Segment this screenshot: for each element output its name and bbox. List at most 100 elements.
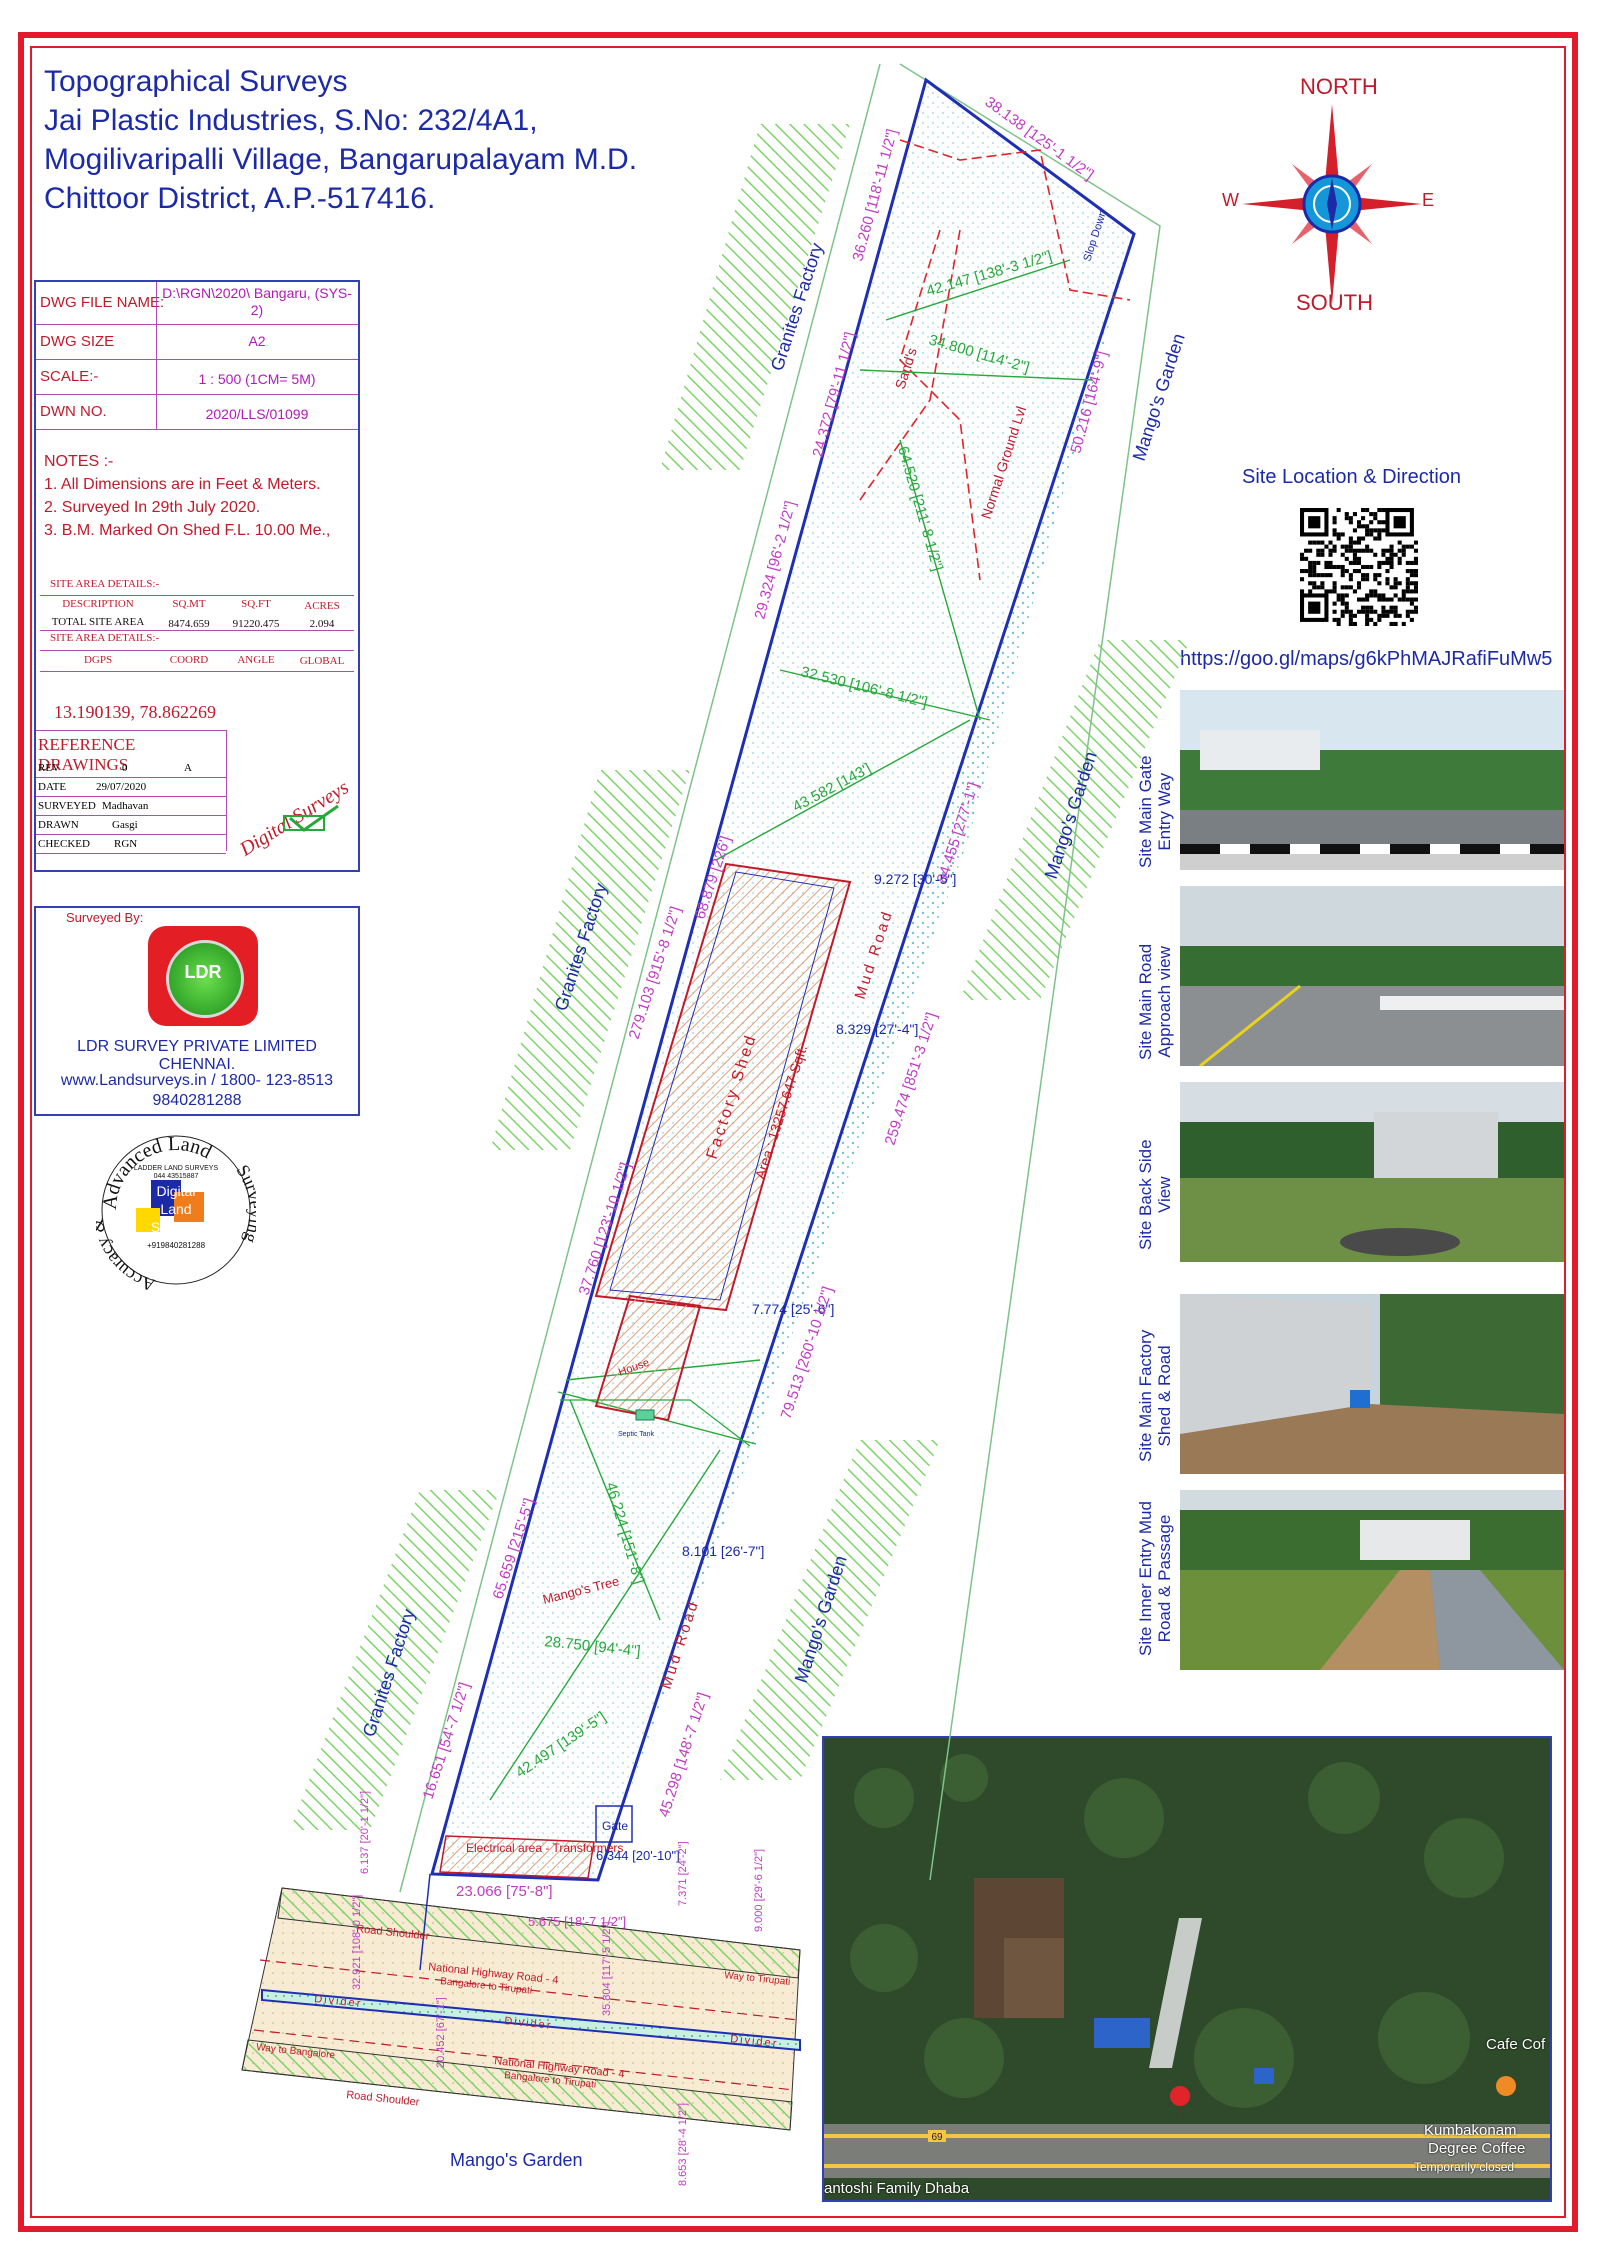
- site-location-heading: Site Location & Direction: [1242, 466, 1462, 488]
- dwn-no-row: DWN NO. 2020/LLS/01099: [36, 394, 358, 430]
- dim-34: 35.804 [117'-5 1/2"]: [601, 1922, 613, 2016]
- dwg-file-row: DWG FILE NAME: D:\RGN\2020\ Bangaru, (SY…: [36, 282, 358, 325]
- col-global: GLOBAL: [299, 655, 345, 667]
- note-2: 2. Surveyed In 29th July 2020.: [44, 499, 261, 516]
- label-divider-1: Divider: [314, 1993, 363, 2010]
- dim-14: 9.272 [30'-5"]: [874, 871, 956, 887]
- seal-center-3: Surveys: [151, 1219, 202, 1235]
- photo-main-road: [1180, 886, 1564, 1066]
- dwn-no-value: 2020/LLS/01099: [205, 406, 309, 422]
- road-shoulder-bottom: [241, 2039, 793, 2131]
- surveyor-city: CHENNAI.: [158, 1056, 236, 1073]
- ref-row-surveyed: SURVEYED Madhavan: [36, 797, 226, 816]
- west-label: W: [1222, 190, 1239, 210]
- dim-33: 32.921 [108'-0 1/2"]: [351, 1895, 363, 1990]
- title-line-3: Mogilivaripalli Village, Bangarupalayam …: [44, 143, 638, 176]
- satellite-map[interactable]: 69 Cafe Cof Kumbakonam Degree Coffee Tem…: [822, 1736, 1552, 2202]
- dwn-no-label: DWN NO.: [40, 403, 107, 420]
- dim-26: 45.298 [148'-7 1/2"]: [656, 1690, 712, 1819]
- label-divider-3: Divider: [730, 2033, 779, 2050]
- total-sqmt: 8474.659: [168, 618, 210, 630]
- dim-35: 20.452 [67'-1"]: [435, 1997, 447, 2068]
- photo-main-gate: [1180, 690, 1564, 870]
- label-road-shoulder-2: Road Shoulder: [346, 2089, 421, 2109]
- dwg-size-label: DWG SIZE: [40, 333, 115, 350]
- site-boundary: [430, 77, 1136, 1882]
- east-label: E: [1422, 190, 1435, 210]
- ref-drawn-v1: Gasgi: [112, 819, 138, 831]
- photo-back-side: [1180, 1082, 1564, 1262]
- surveyor-company: LDR SURVEY PRIVATE LIMITED: [77, 1038, 317, 1055]
- poi-temporarily-closed: Temporarily closed: [1414, 2160, 1515, 2174]
- poi-kumbakonam: Kumbakonam: [1424, 2122, 1517, 2139]
- ref-drawn-key: DRAWN: [38, 819, 79, 831]
- route-marker: 69: [931, 2132, 943, 2143]
- dgps-coordinates: 13.190139, 78.862269: [54, 702, 216, 722]
- surveyor-web: www.Landsurveys.in / 1800- 123-8513: [60, 1072, 334, 1089]
- ref-surveyed-v1: Madhavan: [102, 800, 149, 812]
- label-divider-2: Divider: [504, 2015, 553, 2032]
- dwg-file-label: DWG FILE NAME:: [40, 294, 165, 311]
- google-maps-link[interactable]: https://goo.gl/maps/g6kPhMAJRafiFuMw5: [1180, 648, 1553, 670]
- ref-surveyed-key: SURVEYED: [38, 800, 96, 812]
- north-label: NORTH: [1300, 74, 1378, 99]
- total-acres: 2.094: [309, 618, 335, 630]
- factory-shed: [594, 862, 852, 1312]
- hatch-mangos-garden-mid: [960, 640, 1190, 1000]
- site-area-table: DESCRIPTION SQ.MT SQ.FT ACRES TOTAL SITE…: [40, 595, 354, 631]
- seal-bottom-phone: +919840281288: [147, 1241, 206, 1250]
- hatch-granites-factory-mid: [490, 770, 690, 1150]
- col-sqft: SQ.FT: [241, 598, 271, 610]
- dim-31: 7.371 [24'-2"]: [677, 1841, 689, 1906]
- gate: [595, 1805, 633, 1843]
- col-dgps: DGPS: [83, 654, 113, 666]
- scale-value: 1 : 500 (1CM= 5M): [198, 371, 316, 387]
- ref-checked-key: CHECKED: [38, 838, 90, 850]
- dwg-size-value: A2: [248, 333, 266, 349]
- photo-factory-shed: [1180, 1294, 1564, 1474]
- title-block: DWG FILE NAME: D:\RGN\2020\ Bangaru, (SY…: [34, 280, 360, 872]
- hatch-granites-factory-top: [660, 124, 850, 470]
- title-line-4: Chittoor District, A.P.-517416.: [44, 182, 436, 215]
- north-arrow: NORTH SOUTH W E: [1200, 70, 1460, 320]
- surveyor-phone: 9840281288: [152, 1092, 242, 1109]
- south-label: SOUTH: [1296, 290, 1373, 315]
- note-3: 3. B.M. Marked On Shed F.L. 10.00 Me.,: [44, 522, 331, 539]
- dim-30: 5.675 [18'-7 1/2"]: [528, 1914, 626, 1929]
- poi-dhaba: antoshi Family Dhaba: [824, 2180, 970, 2197]
- divider: [261, 1988, 801, 2052]
- scale-row: SCALE:- 1 : 500 (1CM= 5M): [36, 359, 358, 395]
- dim-29: 6.137 [20'-1 1/2"]: [359, 1791, 371, 1874]
- satellite-image: 69: [824, 1738, 1550, 2200]
- label-mangos-garden-4: Mango's Garden: [450, 2150, 583, 2170]
- poi-degree-coffee: Degree Coffee: [1428, 2140, 1526, 2157]
- dim-36: 8.653 [28'-4 1/2"]: [677, 2103, 689, 2186]
- ldr-logo-text: LDR: [184, 962, 222, 982]
- photo-inner-mud-road: [1180, 1490, 1564, 1670]
- qr-code-icon[interactable]: [1300, 508, 1418, 626]
- dwg-file-value: D:\RGN\2020\ Bangaru, (SYS-2): [162, 285, 352, 318]
- total-site-area-label: TOTAL SITE AREA: [51, 616, 145, 628]
- scale-label: SCALE:-: [40, 368, 99, 385]
- surveyor-box: Surveyed By: LDR LDR SURVEY PRIVATE LIMI…: [34, 906, 360, 1116]
- title-line-2: Jai Plastic Industries, S.No: 232/4A1,: [44, 104, 538, 137]
- col-angle: ANGLE: [237, 654, 275, 666]
- ref-rev-v2: A: [184, 762, 192, 774]
- checkmark-icon: [283, 804, 339, 832]
- ref-rev-key: REV: [38, 762, 60, 774]
- col-sqmt: SQ.MT: [172, 598, 206, 610]
- label-septic: Septic Tank: [618, 1431, 655, 1438]
- surveyed-by-label: Surveyed By:: [66, 910, 144, 925]
- dim-18: 7.774 [25'-6"]: [752, 1301, 834, 1317]
- poi-cafe: Cafe Cof: [1486, 2036, 1546, 2053]
- reference-header: REFERENCE DRAWINGS: [38, 735, 136, 774]
- ldr-logo: LDR: [148, 926, 258, 1026]
- dwg-size-row: DWG SIZE A2: [36, 324, 358, 360]
- ref-date-v1: 29/07/2020: [96, 781, 147, 793]
- electrical-area: [439, 1835, 595, 1879]
- road-shoulder-top: [277, 1887, 801, 1979]
